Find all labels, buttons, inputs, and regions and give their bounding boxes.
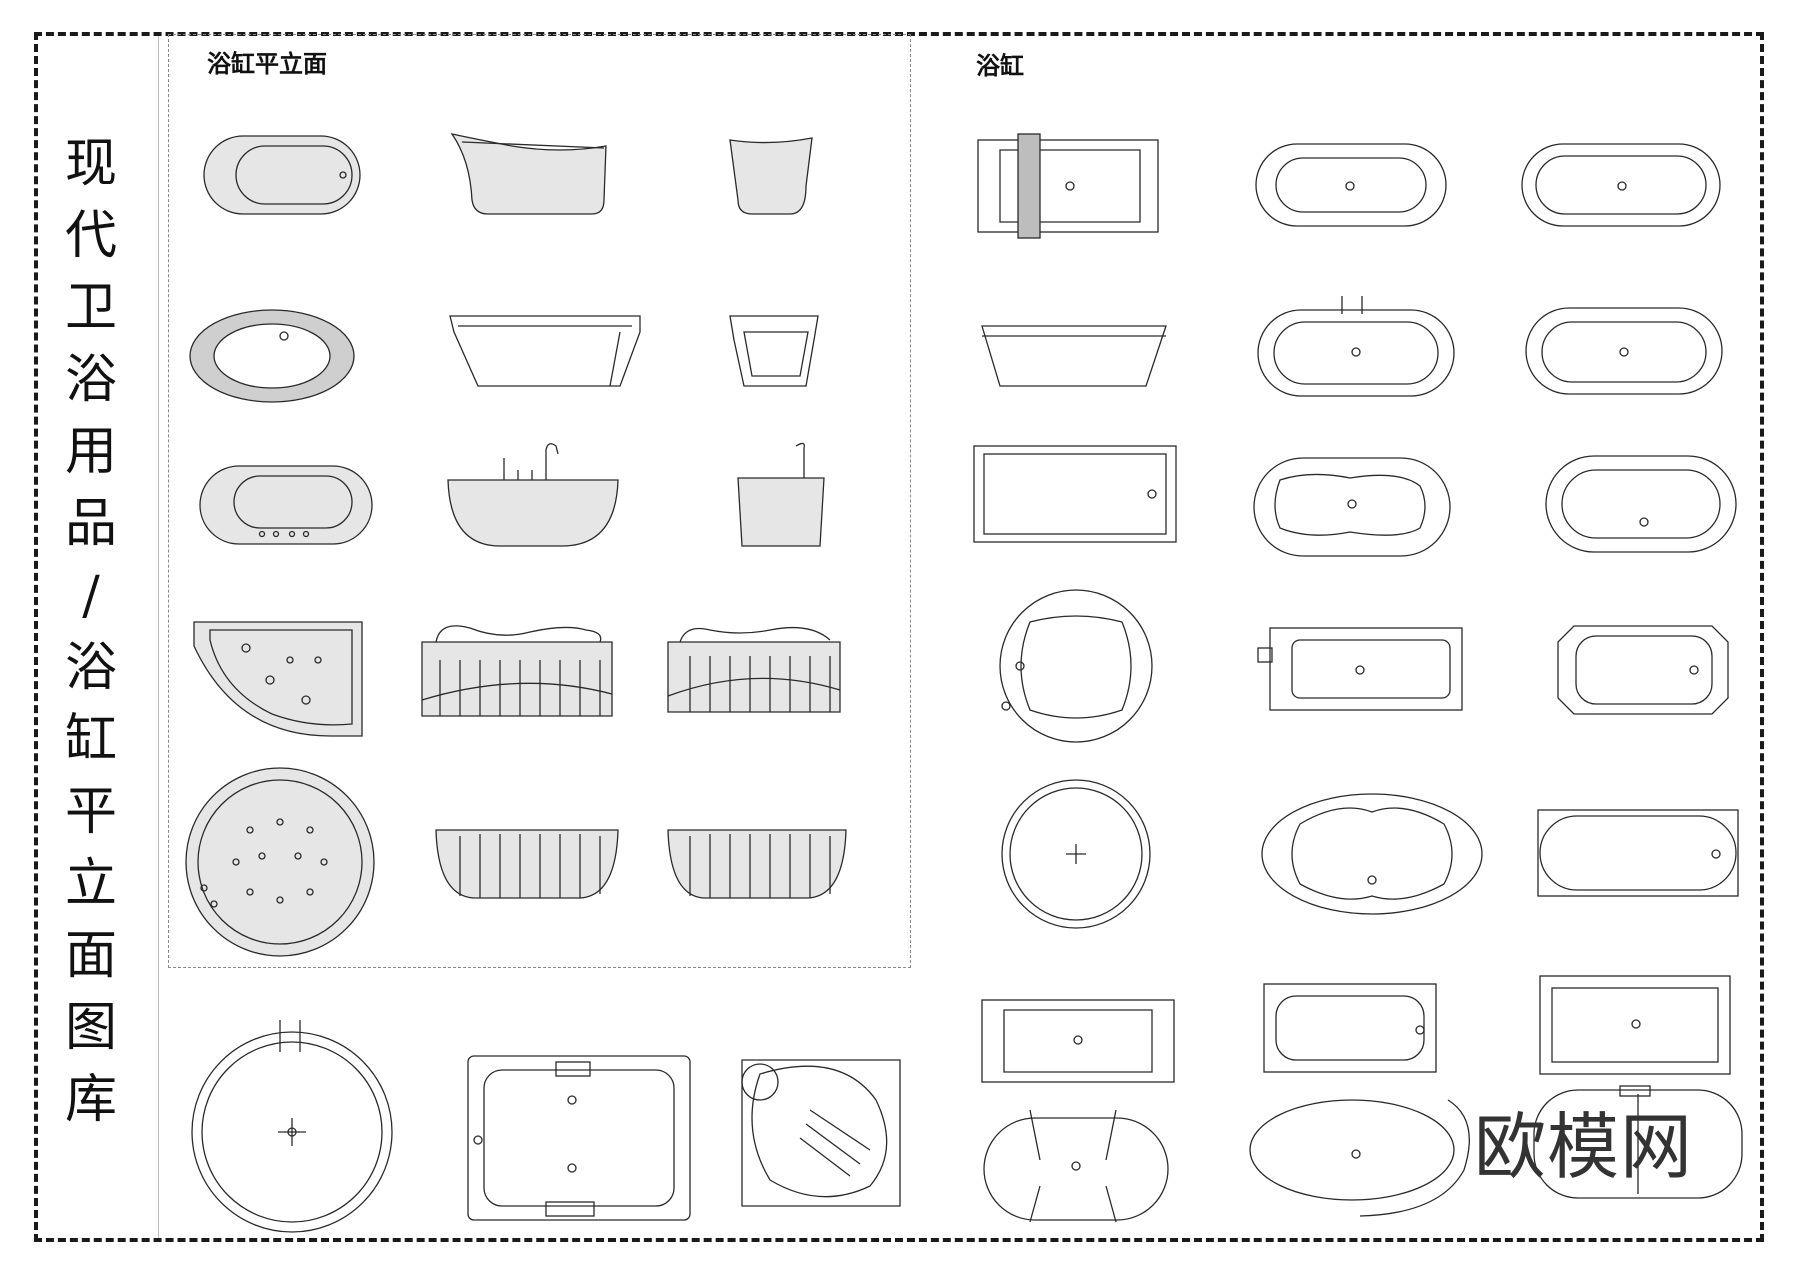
title-char: 面 xyxy=(64,926,117,986)
plan-section-title: 浴缸 xyxy=(976,52,1024,80)
tub-plan-corner-jacuzzi xyxy=(193,621,363,737)
tub-plan-oval-freeform xyxy=(1249,1099,1470,1217)
tub-elevation-jacuzzi-2 xyxy=(667,626,841,713)
tub-plan-rect-e xyxy=(981,999,1175,1083)
elevation-section-box xyxy=(168,34,911,968)
tub-plan-rect-towel xyxy=(977,133,1159,239)
title-char: 平 xyxy=(64,782,117,842)
tub-elevation-round-2 xyxy=(667,829,847,899)
tub-plan-oval-b xyxy=(1521,143,1721,227)
watermark-logo: 欧模网 xyxy=(1474,1105,1694,1189)
tub-plan-rect-g xyxy=(1539,975,1731,1075)
tub-elevation-jacuzzi-1 xyxy=(421,625,613,717)
tub-plan-oval-c xyxy=(1257,296,1455,397)
tub-plan-rect-d xyxy=(1537,809,1739,897)
tub-plan-oval-jacuzzi xyxy=(1261,793,1483,915)
title-char: 缸 xyxy=(64,710,117,770)
tub-plan-rect-f xyxy=(1263,983,1437,1073)
title-char: 用 xyxy=(64,422,117,482)
tub-plan-round-b xyxy=(1001,779,1151,929)
title-column-divider xyxy=(158,36,159,1238)
tub-elevation-basin xyxy=(981,325,1167,387)
title-char: 品 xyxy=(64,494,117,554)
tub-plan-rect-c xyxy=(1257,627,1463,711)
elevation-section-title: 浴缸平立面 xyxy=(207,50,327,78)
tub-plan-oval-e xyxy=(1253,457,1451,557)
tub-plan-rect-h xyxy=(1533,1085,1743,1199)
title-char: 浴 xyxy=(64,350,117,410)
tub-plan-oval-2 xyxy=(199,465,373,545)
tub-side-faucet xyxy=(737,442,825,547)
tub-plan-oval-d xyxy=(1525,307,1723,395)
title-char: 图 xyxy=(64,998,117,1058)
title-char: 浴 xyxy=(64,638,117,698)
tub-plan-stone-oval xyxy=(189,309,355,403)
tub-plan-oval-a xyxy=(1255,143,1447,227)
tub-elevation-round-1 xyxy=(435,829,619,899)
tub-side-rect xyxy=(729,315,819,387)
tub-plan-corner-line xyxy=(741,1059,901,1207)
title-char: 现 xyxy=(64,134,117,194)
tub-elevation-rect xyxy=(449,315,641,387)
tub-plan-octagon xyxy=(1557,625,1729,715)
tub-plan-round-shaped xyxy=(999,589,1153,743)
tub-elevation-slipper xyxy=(450,133,607,215)
title-char: 立 xyxy=(64,854,117,914)
tub-plan-rect-b xyxy=(973,445,1177,543)
title-char: 代 xyxy=(64,206,117,266)
title-char: / xyxy=(82,566,100,626)
title-char: 库 xyxy=(64,1070,117,1130)
tub-elevation-faucet xyxy=(447,443,619,547)
tub-plan-rect-jacuzzi xyxy=(467,1055,691,1221)
tub-plan-oval-f xyxy=(1545,455,1737,553)
tub-side-slipper xyxy=(729,137,813,215)
title-char: 卫 xyxy=(64,278,117,338)
tub-plan-round-large xyxy=(191,1020,393,1233)
vertical-title: 现 代 卫 浴 用 品 / 浴 缸 平 立 面 图 库 xyxy=(58,128,124,1136)
tub-plan-round-jacuzzi xyxy=(185,767,375,957)
tub-plan-oval-feet xyxy=(983,1109,1169,1223)
tub-plan-oval-1 xyxy=(203,135,361,215)
